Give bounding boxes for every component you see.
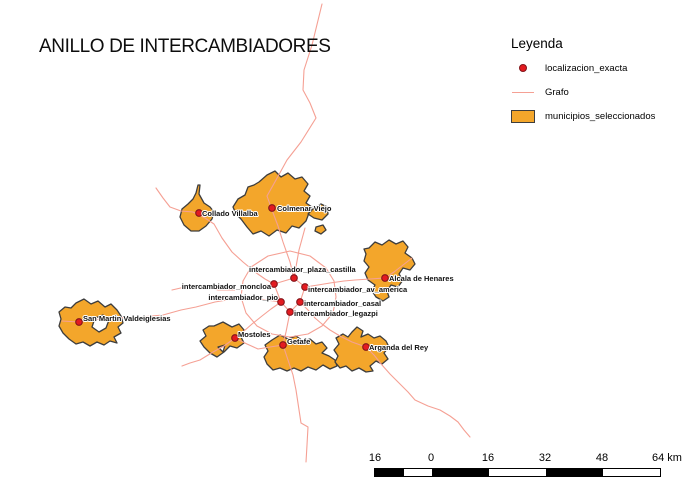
map-label-san-martin-valdeiglesias: San Martin Valdeiglesias xyxy=(83,314,171,323)
municipalities-layer xyxy=(58,170,416,373)
legend: Leyenda localizacion_exacta Grafo munici… xyxy=(511,36,691,133)
scale-segment xyxy=(432,469,489,476)
labels-layer: Collado Villalba Colmenar Viejo Alcala d… xyxy=(82,203,455,353)
municipality-collado-villalba xyxy=(179,184,215,232)
municipality-mostoles xyxy=(199,321,245,358)
municipality-colmenar-viejo-east xyxy=(307,203,329,221)
scale-label: 32 xyxy=(538,452,552,464)
grafo-line-inner-ring xyxy=(273,277,306,313)
grafo-line-plaza-branch xyxy=(293,227,306,279)
map-label-intercambiador-pio: intercambiador_pio xyxy=(208,293,278,302)
legend-item-label: localizacion_exacta xyxy=(545,62,628,74)
point-intercambiador-moncloa xyxy=(270,280,278,288)
municipality-colmenar-viejo-blob xyxy=(314,224,327,235)
scale-segment xyxy=(546,469,603,476)
point-colmenar-viejo xyxy=(268,204,276,212)
legend-item-label: municipios_seleccionados xyxy=(545,110,656,122)
grafo-layer xyxy=(61,3,471,463)
map-label-collado-villalba: Collado Villalba xyxy=(202,209,259,218)
legend-item-localizacion-exacta: localizacion_exacta xyxy=(511,61,691,75)
point-intercambiador-av-america xyxy=(301,283,309,291)
scale-label: 48 xyxy=(595,452,609,464)
grafo-line-mostoles-sw xyxy=(181,337,236,367)
point-intercambiador-casal xyxy=(296,298,304,306)
legend-item-grafo: Grafo xyxy=(511,85,691,99)
point-getafe xyxy=(279,341,287,349)
grafo-line-moncloa-west xyxy=(171,283,275,291)
legend-title: Leyenda xyxy=(511,36,563,51)
grafo-line-north xyxy=(266,3,323,279)
municipality-colmenar-viejo xyxy=(232,170,313,237)
page-title: ANILLO DE INTERCAMBIADORES xyxy=(39,36,331,57)
map-label-colmenar-viejo: Colmenar Viejo xyxy=(277,204,332,213)
line-marker-icon xyxy=(511,91,535,93)
map-label-mostoles: Mostoles xyxy=(238,330,271,339)
point-intercambiador-pio xyxy=(277,298,285,306)
scale-segment xyxy=(489,469,546,476)
scale-label: 64 km xyxy=(652,452,682,464)
point-intercambiador-legazpi xyxy=(286,308,294,316)
municipality-arganda-del-rey xyxy=(333,326,390,373)
grafo-line-alcala-east xyxy=(304,257,413,288)
point-san-martin-valdeiglesias xyxy=(75,318,83,326)
grafo-line-getafe-south xyxy=(282,344,309,463)
scale-bar-labels: 16 0 16 32 48 64 km xyxy=(369,452,683,465)
point-arganda-del-rey xyxy=(362,343,370,351)
grafo-line-mostoles-getafe xyxy=(234,337,284,350)
point-mostoles xyxy=(231,334,239,342)
scale-segment xyxy=(404,469,432,476)
point-marker-icon xyxy=(511,64,535,72)
scale-bar-segments xyxy=(374,468,661,477)
point-alcala-de-henares xyxy=(381,274,389,282)
map-label-intercambiador-legazpi: intercambiador_legazpi xyxy=(294,309,378,318)
scale-label: 16 xyxy=(368,452,382,464)
map-label-intercambiador-moncloa: intercambiador_moncloa xyxy=(182,282,272,291)
grafo-line-outer-ring xyxy=(240,250,337,338)
map-label-arganda-del-rey: Arganda del Rey xyxy=(369,343,429,352)
scale-segment xyxy=(375,469,404,476)
map-label-intercambiador-plaza-castilla: intercambiador_plaza_castilla xyxy=(249,265,357,274)
grafo-line-collado-spur xyxy=(155,187,275,285)
map-label-alcala-de-henares: Alcala de Henares xyxy=(389,274,454,283)
map-label-getafe: Getafe xyxy=(287,337,310,346)
grafo-line-san-martin xyxy=(61,296,282,323)
point-collado-villalba xyxy=(195,209,203,217)
scale-segment xyxy=(603,469,660,476)
map-label-intercambiador-casal: intercambiador_casal xyxy=(304,299,381,308)
polygon-marker-icon xyxy=(511,109,535,123)
point-intercambiador-plaza-castilla xyxy=(290,274,298,282)
municipality-alcala-de-henares xyxy=(363,239,416,302)
legend-item-label: Grafo xyxy=(545,86,569,98)
grafo-line-arganda-southeast xyxy=(299,301,471,438)
legend-item-municipios-seleccionados: municipios_seleccionados xyxy=(511,109,691,123)
scale-label: 0 xyxy=(427,452,435,464)
grafo-line-mostoles-ne xyxy=(234,301,282,339)
points-layer xyxy=(75,204,389,351)
map-label-intercambiador-av-america: intercambiador_av_america xyxy=(308,285,408,294)
grafo-line-getafe-north xyxy=(282,311,291,346)
scale-label: 16 xyxy=(481,452,495,464)
scale-bar: 16 0 16 32 48 64 km xyxy=(369,452,683,482)
municipality-san-martin-valdeiglesias xyxy=(58,298,124,347)
